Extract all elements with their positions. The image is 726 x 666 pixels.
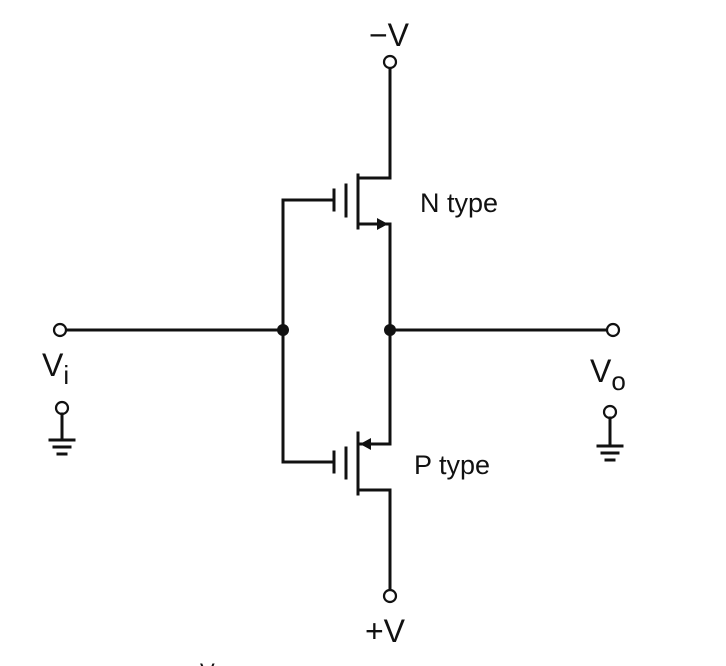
positive-supply-rail: +V <box>365 588 406 649</box>
n-type-label: N type <box>420 188 498 218</box>
caption-fragment: V <box>200 659 215 666</box>
p-type-label: P type <box>414 450 490 480</box>
output-ground-symbol <box>596 404 624 462</box>
output-junction-dot <box>384 324 396 336</box>
n-type-transistor: N type <box>344 148 498 332</box>
positive-supply-terminal <box>382 588 398 604</box>
input-label: Vi <box>42 347 69 390</box>
input-junction-dot <box>277 324 289 336</box>
n-type-arrow-icon <box>377 218 388 230</box>
negative-supply-label: −V <box>369 17 410 53</box>
negative-supply-rail: −V <box>369 17 410 152</box>
input-terminal <box>52 322 68 338</box>
input-ground-symbol <box>48 400 76 456</box>
input-node: Vi <box>42 322 289 456</box>
output-node: Vo <box>384 322 626 462</box>
positive-supply-label: +V <box>365 613 406 649</box>
negative-supply-terminal <box>382 54 398 70</box>
output-terminal <box>605 322 621 338</box>
p-type-transistor: P type <box>344 328 490 590</box>
gate-wiring <box>281 188 336 474</box>
p-type-arrow-icon <box>360 438 371 450</box>
output-label: Vo <box>590 353 626 396</box>
